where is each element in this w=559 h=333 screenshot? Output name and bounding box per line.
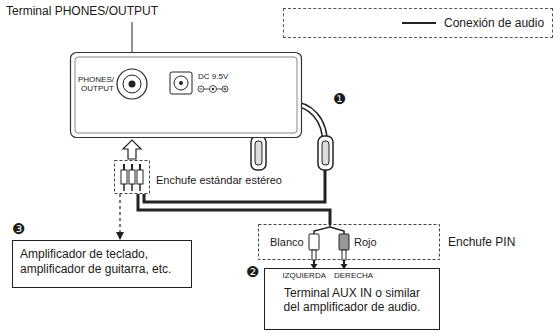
channel-label: DERECHA (334, 271, 373, 280)
box-outline (265, 269, 440, 330)
headphone-cord (144, 170, 325, 202)
legend-line (402, 22, 436, 24)
aux-in-box: IZQUIERDA DERECHA Terminal AUX IN o simila… (264, 268, 440, 330)
polarity-minus (200, 89, 203, 90)
box-outline (13, 241, 192, 288)
panel-outline (71, 53, 302, 138)
device-panel: PHONES/ OUTPUT DC 9.5V (70, 52, 302, 138)
stereo-plug-shape (114, 160, 150, 194)
device-panel-shape (70, 52, 302, 138)
optional-connection (119, 194, 120, 240)
jack-label: PHONES/ OUTPUT (74, 75, 114, 93)
dc-jack-pin (179, 81, 183, 85)
polarity-center (212, 88, 214, 90)
panel-face (75, 57, 297, 133)
callout-number: ❶ (333, 90, 346, 108)
channel-label: IZQUIERDA (282, 271, 326, 280)
pin-plug-sleeve (312, 250, 316, 260)
pin-plug-sleeve (342, 250, 346, 260)
power-label: DC 9.5V (198, 72, 228, 81)
polarity-line (217, 89, 223, 90)
plug-wire (123, 184, 125, 191)
plug-wire (131, 184, 133, 191)
ear-cup (318, 136, 333, 170)
ear-pad (255, 141, 262, 165)
jack-outer (117, 69, 147, 99)
pin-plug-red (339, 234, 349, 250)
legend-sample (398, 16, 438, 30)
stereo-plug: Enchufe estándar estéreo (114, 160, 150, 194)
pin-plug: BlancoRojoEnchufe PIN (258, 224, 440, 260)
dc-jack (170, 72, 192, 94)
callout-number: ❷ (246, 263, 259, 281)
polarity-plus (225, 88, 226, 91)
polarity-center (210, 86, 217, 93)
part-label: Terminal PHONES/OUTPUT (6, 4, 158, 18)
dc-jack-ring (174, 76, 188, 90)
plug-tip (131, 164, 133, 170)
legend-text: Conexión de audio (444, 16, 544, 30)
jack-ring (123, 75, 141, 93)
polarity-plus (224, 89, 227, 90)
box-text: Terminal AUX IN o similar del amplificad… (277, 286, 427, 314)
insert-arrow (123, 140, 141, 159)
box-text: Amplificador de teclado, amplificador de… (20, 247, 184, 277)
ear-pad (322, 141, 329, 165)
plug-tip (139, 164, 141, 170)
plug-body (129, 170, 135, 184)
pin-plug-white (309, 234, 319, 250)
jack-hole (129, 81, 136, 88)
plug-body (121, 170, 127, 184)
polarity-minus (198, 86, 204, 92)
plug-color: Rojo (354, 236, 377, 249)
dashed-frame (115, 161, 150, 194)
dashed-frame (259, 225, 440, 260)
amplifier-box: Amplificador de teclado, amplificador de… (12, 240, 192, 288)
polarity-line (204, 89, 210, 90)
polarity-plus (222, 86, 228, 92)
plug-color: Blanco (270, 236, 304, 249)
plug-label: Enchufe estándar estéreo (156, 174, 282, 187)
plug-label: Enchufe PIN (448, 235, 515, 249)
plug-body (137, 170, 143, 184)
callout-number: ❸ (12, 220, 25, 238)
plug-tip (123, 164, 125, 170)
cable-split (314, 224, 344, 234)
audio-cable (138, 194, 330, 224)
plug-wire (139, 184, 141, 191)
legend-box: Conexión de audio (283, 8, 553, 38)
ear-cup (251, 136, 266, 170)
